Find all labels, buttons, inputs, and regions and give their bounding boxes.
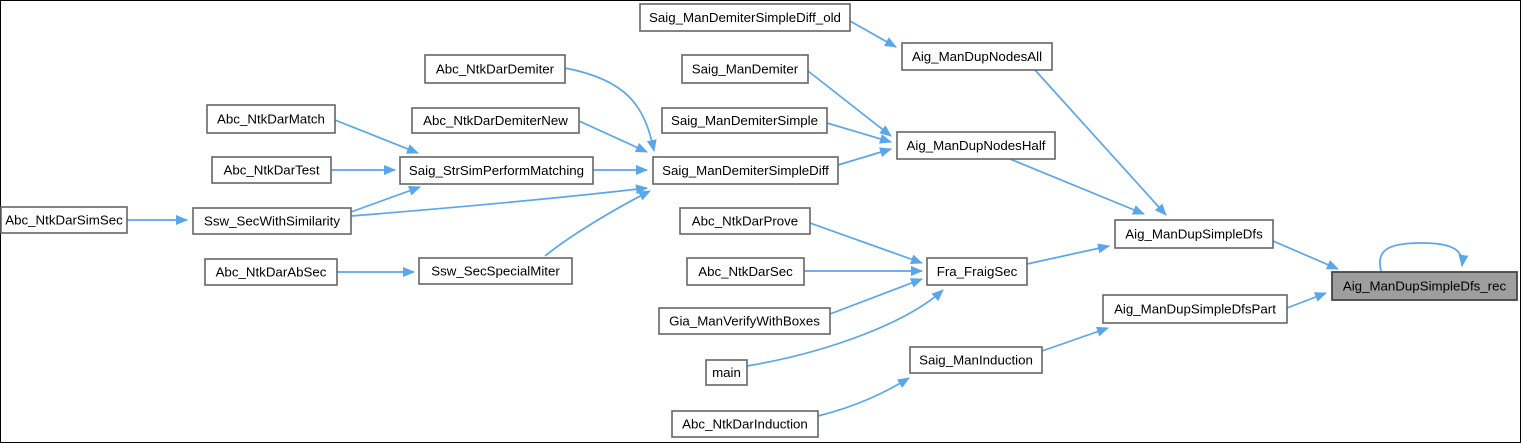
edge-abc-ntkdarmatch-to-saig-strsimperformmatching [334,119,419,154]
edge-ssw-secspecialmiter-to-saig-mandemitersimplediff [544,190,651,257]
node-label: Saig_ManDemiter [692,62,799,77]
node-gia-manverifywithboxes[interactable]: Gia_ManVerifyWithBoxes [658,307,831,335]
node-box [901,42,1053,71]
node-main[interactable]: main [705,359,748,386]
node-box [639,3,851,32]
edge-abc-ntkdarinduction-to-saig-maninduction [817,377,910,417]
node-abc-ntkdarprove[interactable]: Abc_NtkDarProve [679,207,811,235]
node-abc-ntkdardemiter[interactable]: Abc_NtkDarDemiter [424,54,566,84]
node-box [411,107,580,134]
node-label: Aig_ManDupNodesAll [912,49,1042,64]
node-box [1102,294,1288,324]
edge-saig-mandemiter-to-aig-mandupnodeshalf [807,70,892,137]
node-abc-ntkdarabsec[interactable]: Abc_NtkDarAbSec [204,258,338,286]
node-label: Saig_ManDemiterSimpleDiff_old [649,10,841,25]
node-label: Saig_ManDemiterSimpleDiff [662,163,829,178]
node-label: Aig_ManDupSimpleDfsPart [1114,302,1276,317]
node-label: Fra_FraigSec [937,264,1018,279]
node-box [705,359,748,386]
node-label: Ssw_SecWithSimilarity [204,214,340,229]
edge-aig-mandupnodeshalf-to-aig-mandupsimpledfs [1009,158,1145,215]
edges-layer [127,20,1469,417]
node-saig-mandemitersimple[interactable]: Saig_ManDemiterSimple [661,107,828,134]
node-box [399,156,594,185]
edge-saig-maninduction-to-aig-mandupsimpledfspart [1041,326,1109,352]
edge-gia-manverifywithboxes-to-fra-fraigsec [829,278,923,315]
node-label: main [712,365,741,380]
node-ssw-secwithsimilarity[interactable]: Ssw_SecWithSimilarity [192,207,352,235]
edge-abc-ntkdardemiter-to-saig-mandemitersimplediff [564,67,657,152]
node-label: Abc_NtkDarSec [698,264,793,279]
node-box [652,156,839,185]
node-box [661,107,828,134]
node-box [192,207,352,235]
edge-main-to-fra-fraigsec [746,289,944,367]
edge-saig-mandemitersimplediff-old-to-aig-mandupnodesall [849,20,897,48]
node-aig-mandupsimpledfspart[interactable]: Aig_ManDupSimpleDfsPart [1102,294,1288,324]
node-aig-mandupsimpledfs-rec[interactable]: Aig_ManDupSimpleDfs_rec [1331,271,1518,301]
node-label: Abc_NtkDarMatch [217,112,325,127]
node-box [681,54,809,84]
edge-aig-mandupsimpledfspart-to-aig-mandupsimpledfs-rec [1286,292,1327,309]
node-label: Aig_ManDupSimpleDfs_rec [1343,279,1507,294]
node-box [926,257,1028,286]
node-box [686,257,805,286]
node-label: Saig_ManDemiterSimple [671,113,818,128]
node-box [424,54,566,84]
node-label: Gia_ManVerifyWithBoxes [669,314,820,329]
node-ssw-secspecialmiter[interactable]: Ssw_SecSpecialMiter [418,257,573,285]
edge-aig-mandupnodesall-to-aig-mandupsimpledfs [1034,69,1167,216]
node-saig-strsimperformmatching[interactable]: Saig_StrSimPerformMatching [399,156,594,185]
edge-aig-mandupsimpledfs-to-aig-mandupsimpledfs-rec [1272,240,1339,270]
node-box [896,131,1056,160]
node-abc-ntkdardemiternew[interactable]: Abc_NtkDarDemiterNew [411,107,580,134]
nodes-layer: Abc_NtkDarSimSec Abc_NtkDarMatch Abc_Ntk… [0,3,1518,438]
node-saig-mandemitersimplediff[interactable]: Saig_ManDemiterSimpleDiff [652,156,839,185]
node-aig-mandupnodeshalf[interactable]: Aig_ManDupNodesHalf [896,131,1056,160]
node-abc-ntkdartest[interactable]: Abc_NtkDarTest [211,156,332,184]
node-label: Abc_NtkDarInduction [682,417,808,432]
node-box [671,410,819,438]
edge-abc-ntkdardemiternew-to-saig-mandemitersimplediff [578,120,648,153]
edge-saig-mandemitersimplediff-to-aig-mandupnodeshalf [837,147,892,166]
node-box [418,257,573,285]
node-box [204,258,338,286]
node-label: Abc_NtkDarAbSec [216,265,327,280]
node-label: Abc_NtkDarTest [223,163,319,178]
node-label: Aig_ManDupNodesHalf [907,138,1046,153]
node-aig-mandupnodesall[interactable]: Aig_ManDupNodesAll [901,42,1053,71]
node-label: Aig_ManDupSimpleDfs [1125,227,1263,242]
node-fra-fraigsec[interactable]: Fra_FraigSec [926,257,1028,286]
node-box [206,104,336,134]
node-saig-mandemitersimplediff-old[interactable]: Saig_ManDemiterSimpleDiff_old [639,3,851,32]
edge-aig-mandupsimpledfs-rec-self-loop [1378,242,1469,272]
edge-ssw-secwithsimilarity-to-saig-strsimperformmatching [350,186,421,213]
node-label: Abc_NtkDarDemiter [436,62,555,77]
node-box [1114,219,1274,249]
node-box [679,207,811,235]
node-aig-mandupsimpledfs[interactable]: Aig_ManDupSimpleDfs [1114,219,1274,249]
node-saig-mandemiter[interactable]: Saig_ManDemiter [681,54,809,84]
node-box [211,156,332,184]
edge-fra-fraigsec-to-aig-mandupsimpledfs [1026,243,1110,265]
node-label: Abc_NtkDarDemiterNew [423,113,568,128]
node-box [909,346,1043,374]
node-label: Saig_StrSimPerformMatching [409,163,584,178]
edge-ssw-secwithsimilarity-to-saig-mandemitersimplediff [350,184,648,217]
node-label: Saig_ManInduction [919,353,1033,368]
node-label: Abc_NtkDarProve [692,214,798,229]
node-abc-ntkdarinduction[interactable]: Abc_NtkDarInduction [671,410,819,438]
node-label: Abc_NtkDarSimSec [5,213,123,228]
node-box [658,307,831,335]
node-abc-ntkdarsec[interactable]: Abc_NtkDarSec [686,257,805,286]
node-abc-ntkdarsimsec[interactable]: Abc_NtkDarSimSec [0,206,128,234]
edge-saig-mandemitersimple-to-aig-mandupnodeshalf [826,122,892,144]
node-abc-ntkdarmatch[interactable]: Abc_NtkDarMatch [206,104,336,134]
node-label: Ssw_SecSpecialMiter [431,264,560,279]
node-box [1331,271,1518,301]
node-box [0,206,128,234]
edge-abc-ntkdarprove-to-fra-fraigsec [809,222,923,265]
node-saig-maninduction[interactable]: Saig_ManInduction [909,346,1043,374]
